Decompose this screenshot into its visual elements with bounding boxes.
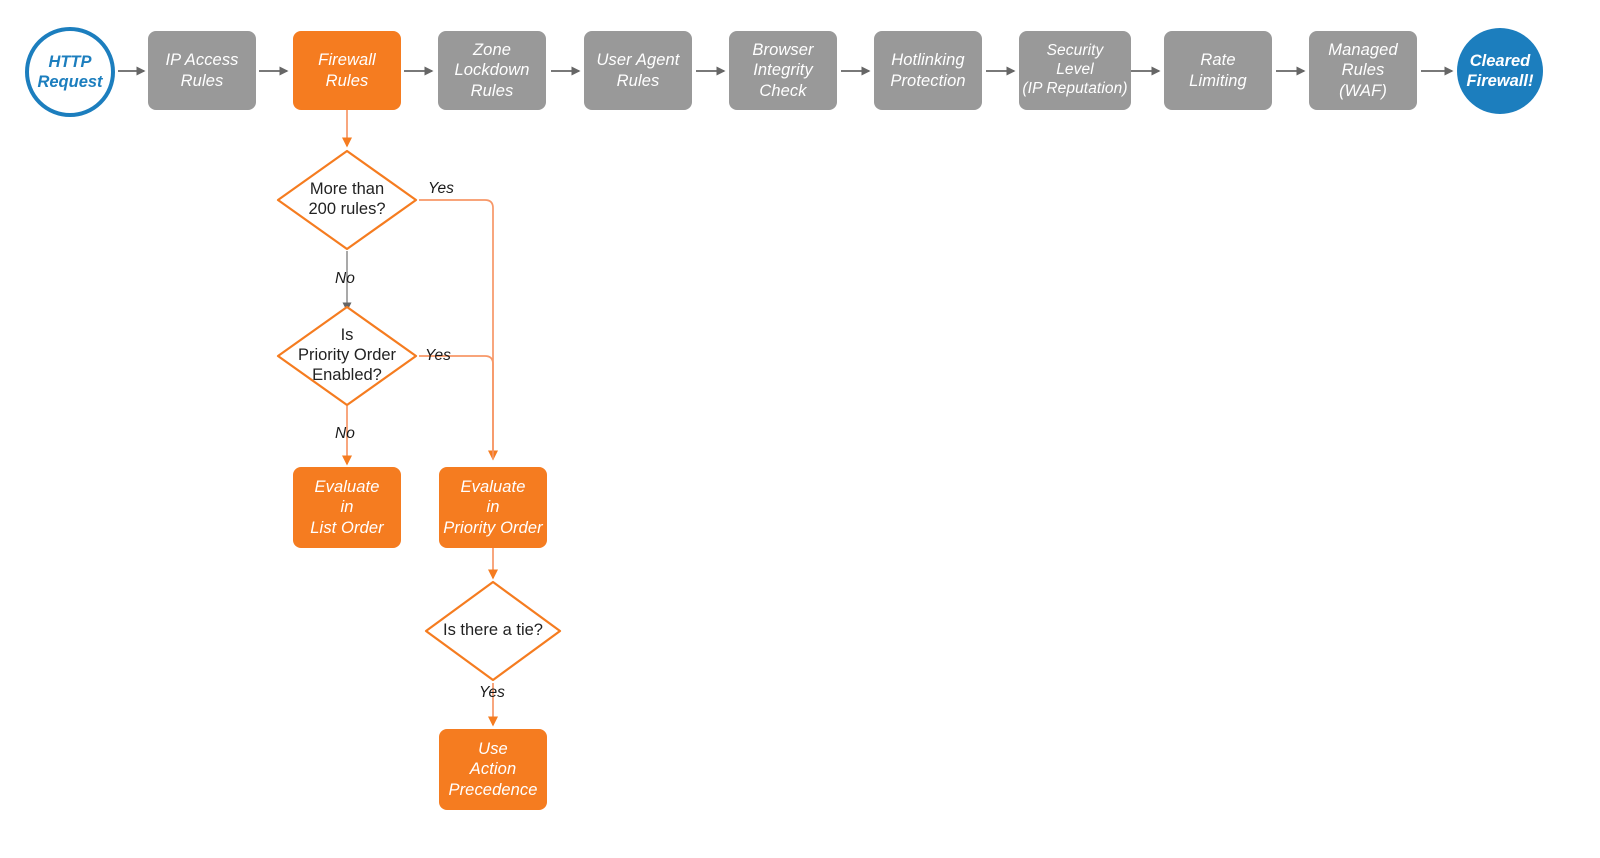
diamond-shape — [424, 580, 562, 682]
edge-label-text: No — [335, 425, 355, 442]
decision-is-there-a-tie[interactable]: Is there a tie? — [424, 580, 562, 682]
node-label: IP Access Rules — [165, 51, 239, 90]
node-ip-access-rules[interactable]: IP Access Rules — [148, 31, 256, 110]
node-http-request[interactable]: HTTP Request — [25, 27, 115, 117]
decision-more-than-200-rules[interactable]: More than 200 rules? — [276, 149, 418, 251]
node-security-level[interactable]: Security Level (IP Reputation) — [1019, 31, 1131, 110]
node-browser-integrity-check[interactable]: Browser Integrity Check — [729, 31, 837, 110]
node-label: Browser Integrity Check — [752, 41, 814, 100]
node-label: Hotlinking Protection — [890, 51, 966, 90]
diamond-shape — [276, 305, 418, 407]
edge-label-decision2-yes: Yes — [425, 347, 451, 365]
edge-label-text: Yes — [428, 180, 454, 197]
edge-decision2-yes-to-priority-order — [419, 355, 494, 459]
node-label: Evaluate in Priority Order — [443, 478, 543, 537]
node-firewall-rules[interactable]: Firewall Rules — [293, 31, 401, 110]
node-user-agent-rules[interactable]: User Agent Rules — [584, 31, 692, 110]
edge-label-tie-yes: Yes — [479, 684, 505, 702]
decision-label: More than 200 rules? — [308, 180, 386, 218]
node-evaluate-in-list-order[interactable]: Evaluate in List Order — [293, 467, 401, 548]
node-evaluate-in-priority-order[interactable]: Evaluate in Priority Order — [439, 467, 547, 548]
node-label: Cleared Firewall! — [1466, 51, 1534, 90]
decision-label: Is there a tie? — [443, 621, 543, 640]
edge-label-decision1-yes: Yes — [428, 180, 454, 198]
node-label: Rate Limiting — [1189, 51, 1247, 90]
node-rate-limiting[interactable]: Rate Limiting — [1164, 31, 1272, 110]
node-label: Managed Rules (WAF) — [1328, 41, 1398, 100]
edge-label-decision2-no: No — [335, 425, 355, 443]
node-hotlinking-protection[interactable]: Hotlinking Protection — [874, 31, 982, 110]
diamond-shape — [276, 149, 418, 251]
edge-label-text: Yes — [425, 347, 451, 364]
node-label: Zone Lockdown Rules — [454, 41, 530, 100]
node-zone-lockdown-rules[interactable]: Zone Lockdown Rules — [438, 31, 546, 110]
decision-label: Is Priority Order Enabled? — [297, 326, 397, 384]
decision-is-priority-order-enabled[interactable]: Is Priority Order Enabled? — [276, 305, 418, 407]
node-label: Evaluate in List Order — [310, 478, 384, 537]
edge-label-decision1-no: No — [335, 270, 355, 288]
node-managed-rules-waf[interactable]: Managed Rules (WAF) — [1309, 31, 1417, 110]
node-label: Security Level (IP Reputation) — [1022, 42, 1128, 97]
node-label: Use Action Precedence — [448, 740, 538, 799]
node-label: HTTP Request — [37, 52, 103, 91]
node-label: Firewall Rules — [318, 51, 376, 90]
edge-label-text: Yes — [479, 684, 505, 701]
edge-decision1-yes-to-priority-order — [419, 199, 498, 461]
node-use-action-precedence[interactable]: Use Action Precedence — [439, 729, 547, 810]
edge-label-text: No — [335, 270, 355, 287]
node-cleared-firewall[interactable]: Cleared Firewall! — [1457, 28, 1543, 114]
node-label: User Agent Rules — [596, 51, 680, 90]
